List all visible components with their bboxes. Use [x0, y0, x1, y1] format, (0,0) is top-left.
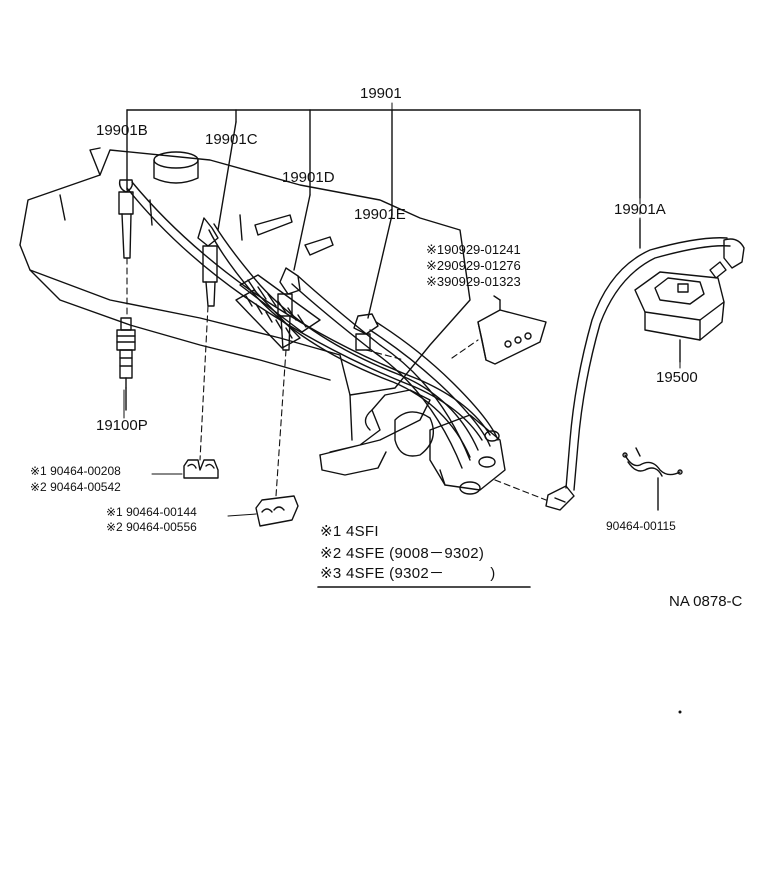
legend-row-1-text: 4SFI	[345, 523, 379, 540]
legend-row-2-mark: ※2	[320, 545, 342, 562]
spark-plug	[116, 317, 136, 411]
left-clamp-1: ※1 90464-00208	[30, 465, 121, 477]
ignition-coil	[634, 261, 727, 363]
mid-clamp-1-mark: ※1	[106, 505, 123, 519]
label-spark-plug: 19100P	[96, 417, 148, 434]
cord-c	[197, 217, 479, 458]
valve-cover	[19, 147, 471, 476]
label-cord-b: 19901B	[96, 122, 148, 139]
label-wire-clamp: 90464-00115	[606, 519, 676, 533]
legend-row-3-text: 4SFE (9302－ )	[345, 565, 496, 582]
legend-row-2: ※2 4SFE (9008－9302)	[320, 546, 484, 561]
cord-separators	[235, 274, 321, 349]
mid-clamp-2: ※2 90464-00556	[106, 521, 197, 533]
label-cord-d: 19901D	[282, 169, 335, 186]
wire-clamp	[622, 447, 683, 511]
mid-clamp-2-mark: ※2	[106, 520, 123, 534]
mid-clamp-2-part: 90464-00556	[126, 520, 197, 534]
cord-d	[277, 267, 471, 469]
label-assembly: 19901	[360, 85, 402, 102]
left-clamp-2-mark: ※2	[30, 480, 47, 494]
leader-lines	[123, 102, 681, 517]
label-cord-a: 19901A	[614, 201, 666, 218]
upper-clamp-2-part: 90929-01276	[444, 258, 521, 273]
cord-e	[353, 313, 499, 447]
upper-clamp-2: ※290929-01276	[426, 259, 521, 272]
cord-clamp-mid	[255, 495, 299, 527]
upper-clamp-3-mark: ※3	[426, 274, 445, 289]
legend-row-2-text: 4SFE (9008－9302)	[345, 545, 485, 562]
guide-lines	[126, 197, 641, 501]
upper-clamp-1: ※190929-01241	[426, 243, 521, 256]
legend-row-3: ※3 4SFE (9302－ )	[320, 566, 496, 581]
upper-clamp-2-mark: ※2	[426, 258, 445, 273]
left-clamp-2-part: 90464-00542	[50, 480, 121, 494]
assembly-bracket	[126, 109, 641, 319]
mid-clamp-1-part: 90464-00144	[126, 505, 197, 519]
upper-clamp-3: ※390929-01323	[426, 275, 521, 288]
mid-clamp-1: ※1 90464-00144	[106, 506, 197, 518]
label-coil: 19500	[656, 369, 698, 386]
cord-clamp-left	[183, 459, 219, 479]
legend-row-3-mark: ※3	[320, 565, 342, 582]
left-clamp-1-mark: ※1	[30, 464, 47, 478]
left-clamp-2: ※2 90464-00542	[30, 481, 121, 493]
stray-dot	[678, 710, 682, 714]
label-catalog-code: NA 0878-C	[669, 593, 743, 610]
cord-a	[545, 237, 745, 511]
legend-row-1-mark: ※1	[320, 523, 342, 540]
legend-row-1: ※1 4SFI	[320, 524, 379, 539]
label-cord-e: 19901E	[354, 206, 406, 223]
label-cord-c: 19901C	[205, 131, 258, 148]
upper-clamp-1-part: 90929-01241	[444, 242, 521, 257]
upper-clamp-3-part: 90929-01323	[444, 274, 521, 289]
upper-clamp-1-mark: ※1	[426, 242, 445, 257]
clamp-bracket-upper	[477, 295, 547, 365]
left-clamp-1-part: 90464-00208	[50, 464, 121, 478]
